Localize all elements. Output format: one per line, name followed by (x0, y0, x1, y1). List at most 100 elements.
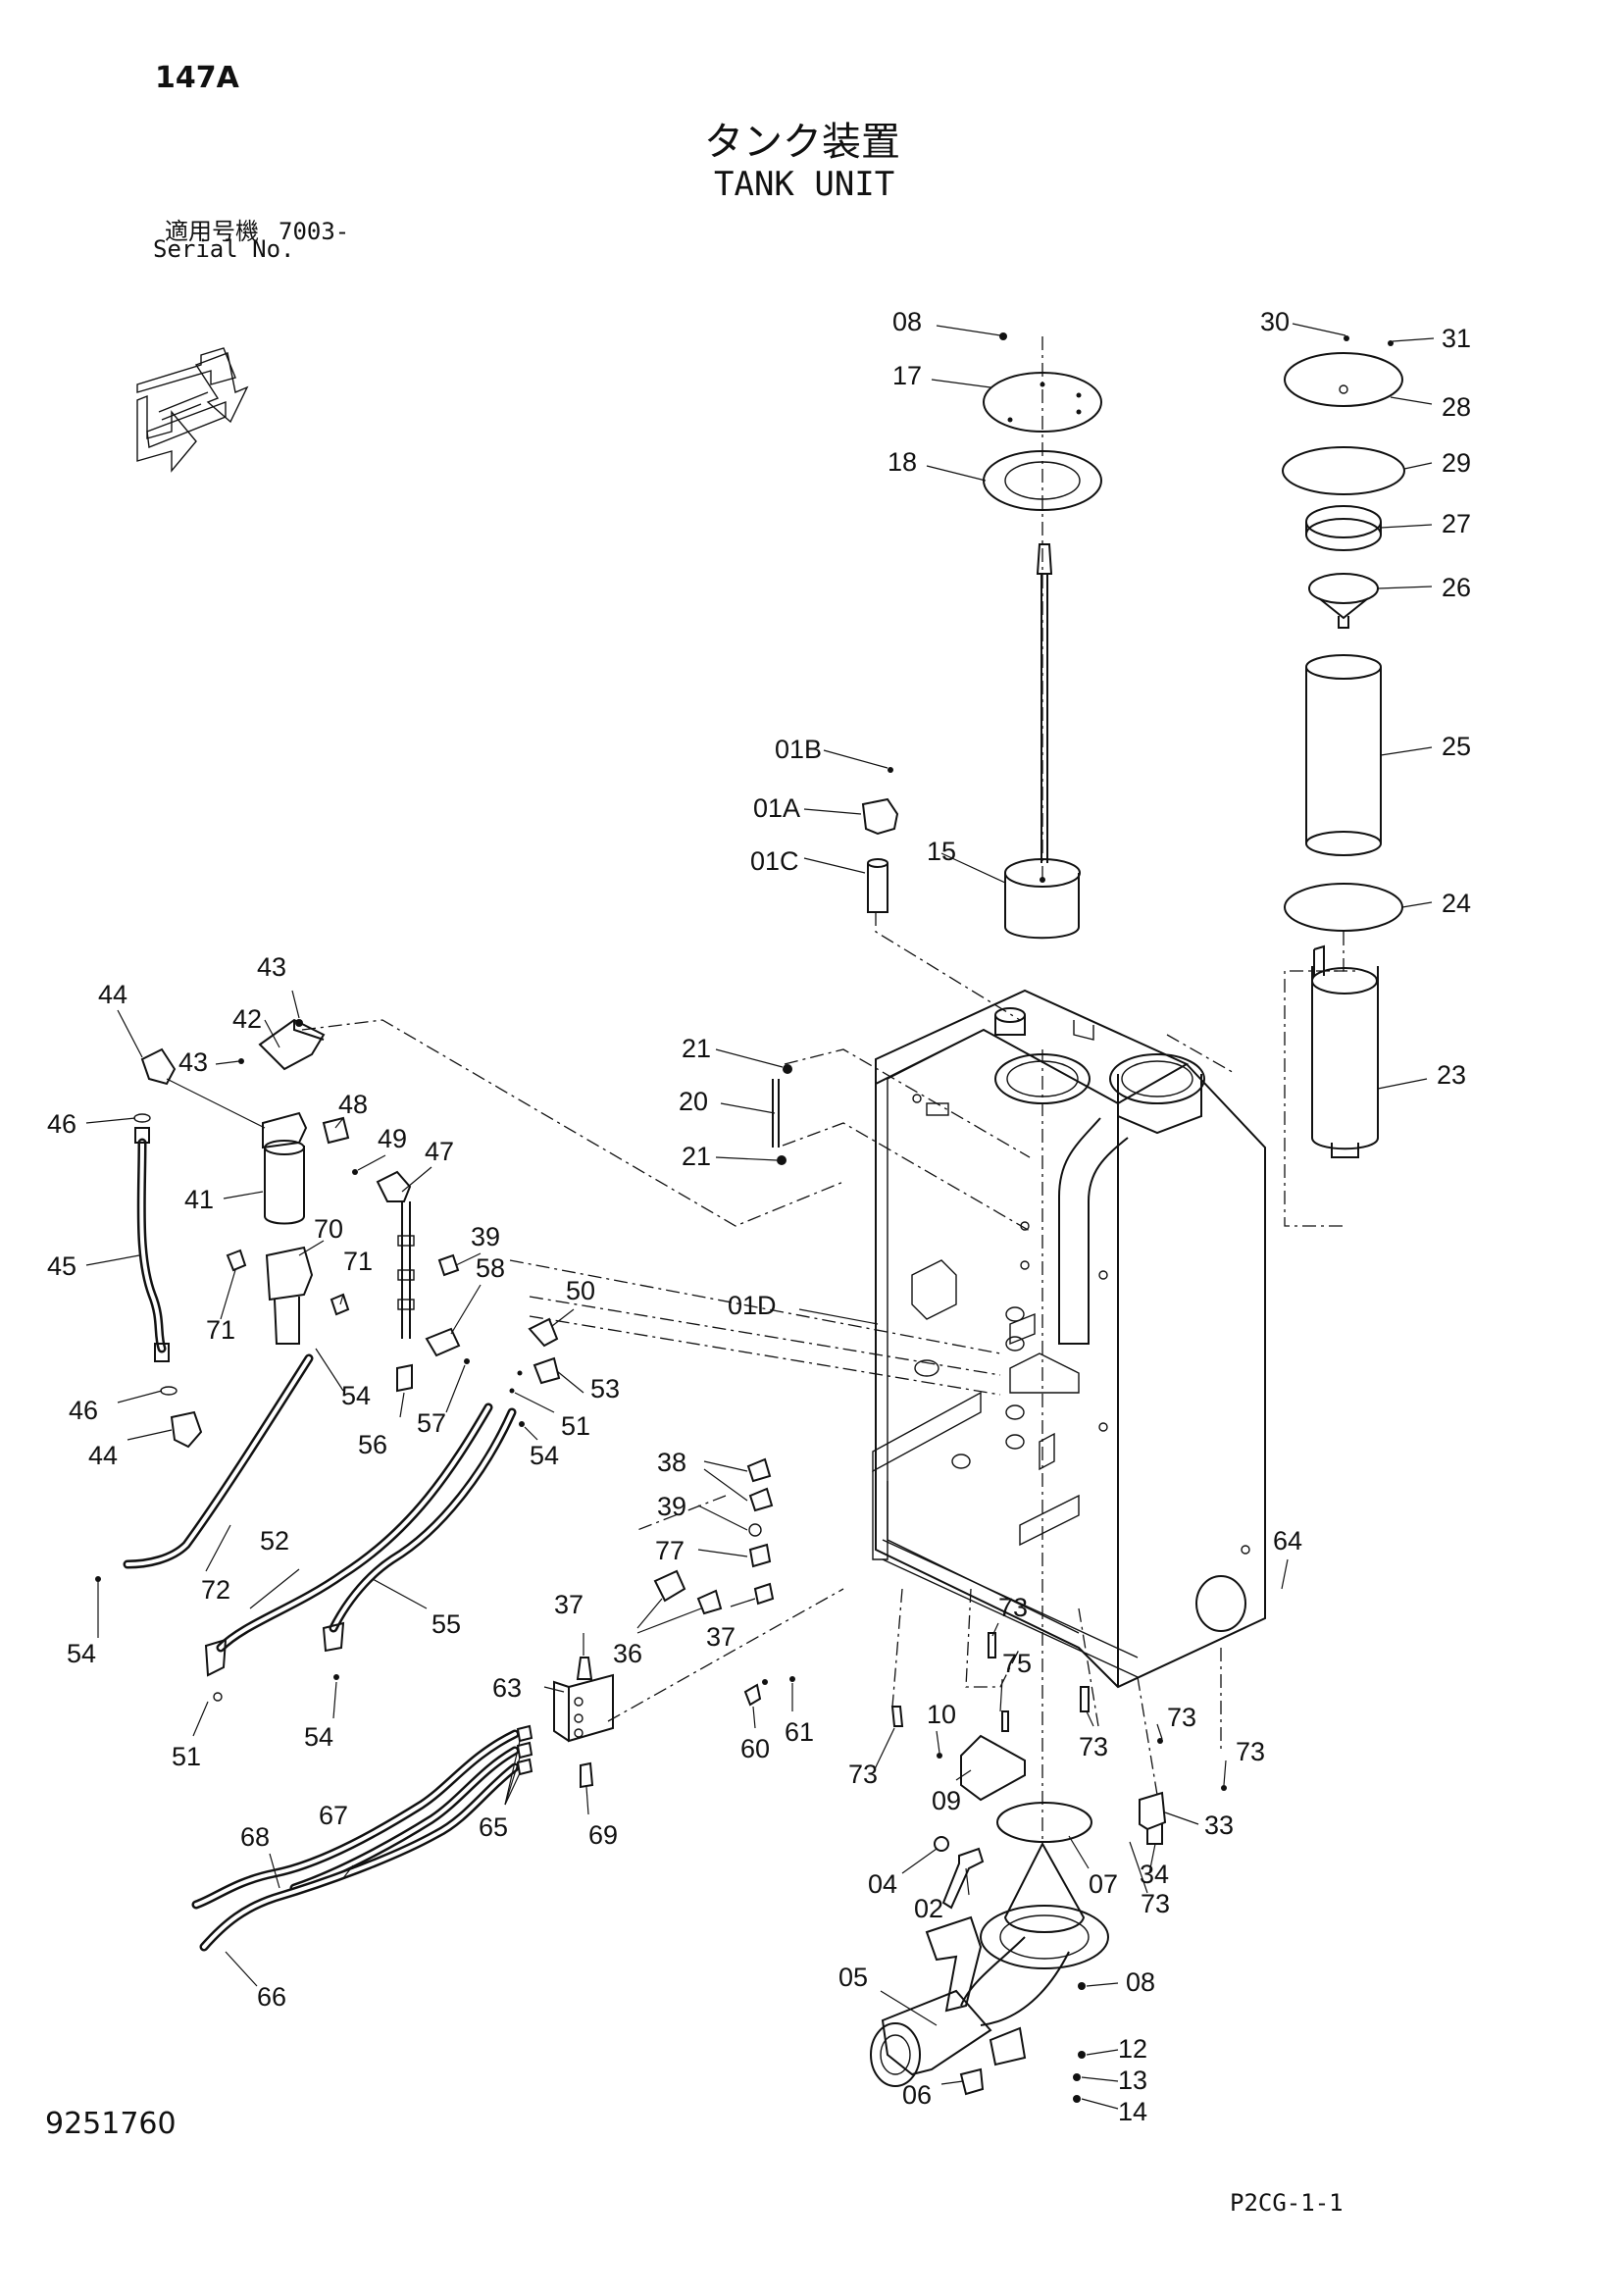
callout-07: 07 (1089, 1869, 1118, 1899)
callout-33: 33 (1204, 1811, 1234, 1840)
callout-71-right: 71 (343, 1247, 373, 1276)
title-japanese: タンク装置 (704, 120, 900, 165)
callout-43-top: 43 (257, 952, 286, 982)
callout-08: 08 (892, 307, 922, 336)
callout-17: 17 (892, 361, 922, 390)
callout-13: 13 (1118, 2066, 1147, 2095)
tank-port-fittings (653, 1457, 775, 1615)
callout-52: 52 (260, 1526, 289, 1556)
callout-01C: 01C (750, 846, 799, 876)
callout-30: 30 (1260, 307, 1290, 336)
callout-37-top: 37 (554, 1590, 584, 1619)
callout-20: 20 (679, 1087, 708, 1116)
callout-21-upper: 21 (682, 1034, 711, 1063)
callout-54-mid: 54 (341, 1381, 371, 1410)
callout-37-right: 37 (706, 1622, 736, 1652)
callout-57: 57 (417, 1408, 446, 1438)
breather-assembly (861, 767, 899, 913)
callout-01B: 01B (775, 735, 822, 764)
callout-46-top: 46 (47, 1109, 76, 1139)
callout-15: 15 (927, 837, 956, 866)
callout-21-lower: 21 (682, 1142, 711, 1171)
callout-36: 36 (613, 1639, 642, 1668)
callout-39-lower: 39 (657, 1492, 686, 1521)
callout-23: 23 (1437, 1060, 1466, 1090)
callout-27: 27 (1442, 509, 1471, 538)
callout-63: 63 (492, 1673, 522, 1703)
suction-assembly (743, 1632, 1227, 2103)
callout-68: 68 (240, 1822, 270, 1852)
callout-09: 09 (932, 1786, 961, 1815)
callout-55: 55 (431, 1609, 461, 1639)
callout-47: 47 (425, 1137, 454, 1166)
callout-02: 02 (914, 1894, 943, 1923)
serial-label-english: Serial No. (153, 235, 295, 263)
callout-65: 65 (479, 1812, 508, 1842)
callout-56: 56 (358, 1430, 387, 1459)
serial-block: 適用号機 7003- (165, 212, 349, 246)
callout-73-b: 73 (848, 1760, 878, 1789)
leader-lines (85, 323, 1435, 2110)
callout-64: 64 (1273, 1526, 1302, 1556)
callout-50: 50 (566, 1276, 595, 1305)
callout-18: 18 (888, 447, 917, 477)
callout-72: 72 (201, 1575, 230, 1605)
callout-51-lower: 51 (172, 1742, 201, 1771)
callout-10: 10 (927, 1700, 956, 1729)
callout-54-right: 54 (530, 1441, 559, 1470)
callout-44-bottom: 44 (88, 1441, 118, 1470)
serial-value: 7003- (279, 218, 350, 245)
callout-28: 28 (1442, 392, 1471, 422)
callout-54-lower-left: 54 (67, 1639, 96, 1668)
manifold-and-hoses (191, 1657, 614, 1952)
callout-12: 12 (1118, 2034, 1147, 2064)
callout-08-lower: 08 (1126, 1967, 1155, 1997)
callout-53: 53 (590, 1374, 620, 1403)
callout-38: 38 (657, 1448, 686, 1477)
callout-44-top: 44 (98, 980, 127, 1009)
return-filter-assembly (1282, 335, 1405, 1158)
hydraulic-tank (872, 989, 1266, 1689)
callout-48: 48 (338, 1090, 368, 1119)
callout-43-left: 43 (178, 1047, 208, 1077)
title-english: TANK UNIT (714, 165, 895, 204)
callout-71-left: 71 (206, 1315, 235, 1345)
callout-73-c: 73 (1079, 1732, 1108, 1761)
drawing-number: 9251760 (45, 2107, 177, 2141)
callout-75: 75 (1002, 1649, 1032, 1678)
page-number: 147A (155, 61, 239, 95)
callout-46-bottom: 46 (69, 1396, 98, 1425)
callout-49: 49 (378, 1124, 407, 1153)
callout-73-a: 73 (998, 1593, 1028, 1622)
pin-parts (772, 1064, 792, 1165)
callout-77: 77 (655, 1536, 685, 1565)
callout-42: 42 (232, 1004, 262, 1034)
serial-label-japanese: 適用号機 (165, 218, 259, 245)
callout-58: 58 (476, 1253, 505, 1283)
callout-06: 06 (902, 2080, 932, 2110)
callout-60: 60 (740, 1734, 770, 1763)
callout-54-lower: 54 (304, 1722, 333, 1752)
pilot-line-components (95, 1018, 561, 1702)
callout-04: 04 (868, 1869, 897, 1899)
callout-70: 70 (314, 1214, 343, 1244)
callout-39-upper: 39 (471, 1222, 500, 1251)
callout-67: 67 (319, 1801, 348, 1830)
callout-14: 14 (1118, 2097, 1147, 2126)
callout-66: 66 (257, 1982, 286, 2012)
callout-01D: 01D (728, 1291, 777, 1320)
callout-41: 41 (184, 1185, 214, 1214)
callout-05: 05 (838, 1963, 868, 1992)
callout-73-f: 73 (1141, 1889, 1170, 1918)
level-gauge (1004, 543, 1081, 940)
callout-29: 29 (1442, 448, 1471, 478)
callout-25: 25 (1442, 732, 1471, 761)
callout-45: 45 (47, 1251, 76, 1281)
callout-73-e: 73 (1236, 1737, 1265, 1766)
callout-01A: 01A (753, 793, 800, 823)
callout-24: 24 (1442, 889, 1471, 918)
orientation-arrows-icon (136, 347, 249, 473)
callout-31: 31 (1442, 324, 1471, 353)
page-code: P2CG-1-1 (1230, 2189, 1344, 2217)
